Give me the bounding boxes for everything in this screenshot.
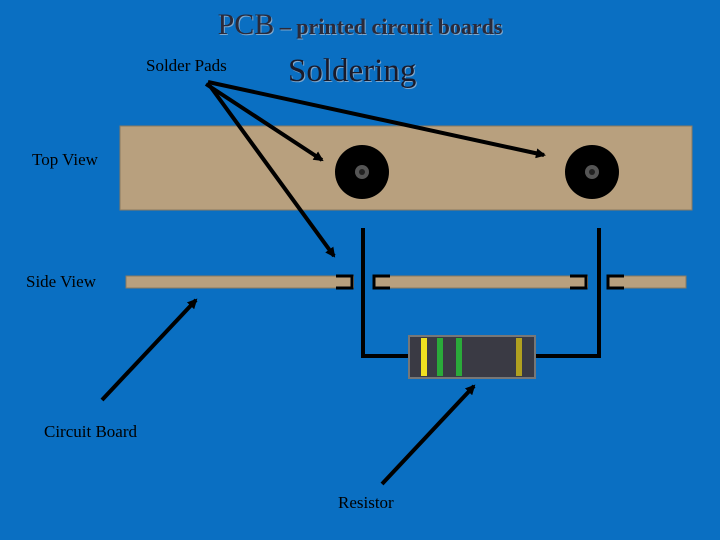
arrow-solder-pads-to-side-pad	[208, 84, 336, 258]
resistor-label: Resistor	[338, 493, 394, 512]
arrow-resistor	[380, 384, 476, 486]
title-subtitle: – printed circuit boards	[274, 14, 503, 39]
arrow-solder-pads-to-right-pad	[207, 80, 546, 159]
resistor-lead	[532, 228, 601, 358]
solder-pad-right	[565, 145, 619, 199]
top-view-label: Top View	[32, 150, 98, 169]
resistor-body	[408, 335, 536, 379]
resistor-lead	[361, 228, 410, 358]
resistor-band	[421, 338, 427, 376]
arrow-circuit-board	[100, 298, 198, 402]
resistor-band	[456, 338, 462, 376]
title-main: PCB	[217, 8, 275, 41]
solder-pad-left	[335, 145, 389, 199]
circuit-board-label: Circuit Board	[44, 422, 138, 441]
side-view-label: Side View	[26, 272, 96, 291]
resistor-band	[437, 338, 443, 376]
solder-pads-label: Solder Pads	[146, 56, 227, 75]
resistor-band	[516, 338, 522, 376]
side-pad-brackets	[336, 274, 624, 290]
slide-title: PCB – printed circuit boards	[0, 8, 720, 42]
side-view-board	[125, 275, 687, 289]
arrow-solder-pads-to-left-pad	[204, 82, 324, 162]
soldering-heading: Soldering	[288, 53, 417, 89]
